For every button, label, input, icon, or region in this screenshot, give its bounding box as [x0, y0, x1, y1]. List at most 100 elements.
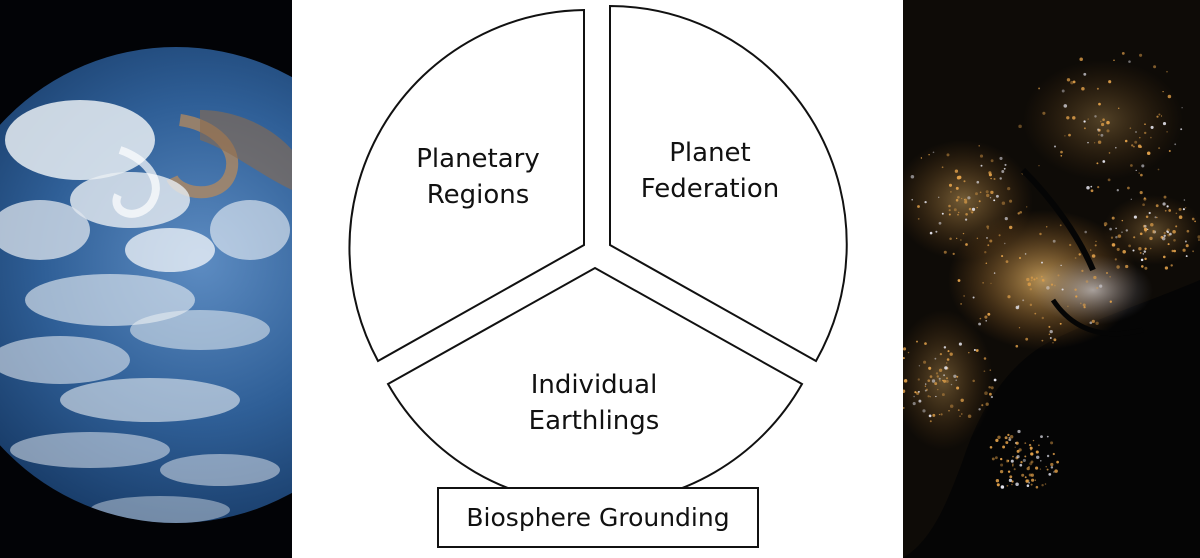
light-dot: [929, 420, 932, 423]
light-dot: [982, 282, 984, 284]
light-dot: [917, 390, 920, 393]
light-dot: [1175, 212, 1178, 215]
light-dot: [923, 360, 927, 364]
light-dot: [1091, 254, 1096, 258]
light-dot: [1129, 127, 1132, 129]
light-dot: [1094, 244, 1097, 247]
light-dot: [1018, 327, 1021, 329]
light-dot: [1040, 275, 1043, 278]
light-dot: [988, 385, 991, 389]
light-dot: [1158, 113, 1161, 116]
light-dot: [932, 413, 936, 417]
light-dot: [1131, 144, 1134, 147]
light-dot: [1067, 305, 1069, 308]
light-dot: [1168, 209, 1172, 212]
light-dot: [944, 366, 948, 370]
light-dot: [1006, 441, 1009, 444]
light-dot: [1030, 452, 1034, 456]
light-dot: [938, 368, 943, 372]
light-dot: [1044, 483, 1047, 485]
light-dot: [952, 252, 955, 256]
light-dot: [1048, 333, 1051, 336]
light-dot: [1116, 247, 1120, 251]
light-dot: [928, 366, 932, 370]
light-dot: [1163, 255, 1166, 259]
light-dot: [1017, 212, 1020, 215]
light-dot: [929, 375, 933, 378]
light-dot: [1166, 131, 1168, 133]
light-dot: [1094, 115, 1097, 118]
light-dot: [1008, 436, 1010, 439]
light-dot: [1150, 136, 1152, 139]
light-dot: [1132, 249, 1135, 252]
light-dot: [1090, 249, 1092, 251]
light-dot: [1041, 339, 1044, 342]
light-dot: [976, 180, 980, 184]
light-dot: [948, 204, 951, 208]
river: [1050, 298, 1144, 337]
light-dot: [960, 398, 964, 403]
light-dot: [1166, 230, 1169, 233]
light-dot: [1038, 165, 1040, 167]
light-dot: [1083, 72, 1087, 76]
light-dot: [1156, 216, 1158, 219]
light-dot: [1083, 120, 1086, 123]
light-dot: [963, 295, 965, 297]
light-dot: [1111, 243, 1116, 247]
light-dot: [1035, 455, 1040, 460]
light-dot: [984, 251, 987, 254]
light-dot: [1172, 230, 1176, 234]
light-dot: [989, 392, 992, 396]
light-dot: [1029, 287, 1033, 291]
light-dot: [1025, 479, 1029, 483]
light-dot: [1144, 247, 1147, 250]
light-dot: [1066, 116, 1070, 120]
light-dot: [998, 234, 1001, 237]
light-dot: [1038, 444, 1040, 447]
light-dot: [943, 346, 947, 349]
light-dot: [1028, 443, 1032, 447]
light-dot: [1102, 160, 1106, 163]
light-dot: [1024, 455, 1027, 458]
light-dot: [957, 279, 961, 282]
light-dot: [1015, 482, 1019, 487]
light-dot: [1041, 261, 1043, 264]
light-dot: [936, 375, 939, 378]
light-dot: [1140, 173, 1143, 177]
light-dot: [1050, 466, 1054, 469]
light-dot: [941, 166, 944, 169]
light-dot: [903, 357, 905, 360]
light-dot: [1149, 247, 1152, 250]
light-dot: [1093, 275, 1097, 280]
light-dot: [1082, 303, 1086, 307]
light-dot: [1121, 52, 1125, 55]
light-dot: [1139, 191, 1143, 195]
light-dot: [986, 236, 988, 239]
light-dot: [1106, 272, 1108, 274]
light-dot: [1040, 435, 1043, 439]
light-dot: [1182, 248, 1186, 252]
light-dot: [1164, 266, 1169, 270]
light-dot: [954, 169, 959, 173]
segment-label: Federation: [641, 174, 779, 204]
light-dot: [965, 243, 968, 246]
light-dot: [1024, 253, 1027, 255]
light-dot: [964, 200, 968, 204]
light-dot: [1109, 300, 1112, 303]
light-dot: [1167, 243, 1170, 246]
light-dot: [1152, 229, 1154, 232]
light-dot: [1026, 206, 1028, 208]
light-dot: [1032, 439, 1035, 442]
light-dot: [1004, 216, 1008, 221]
light-dot: [958, 342, 962, 346]
light-dot: [1007, 433, 1010, 437]
light-dot: [950, 383, 953, 386]
light-dot: [1002, 445, 1006, 449]
light-dot: [1163, 231, 1166, 235]
light-dot: [1005, 260, 1009, 263]
light-dot: [1034, 479, 1036, 481]
light-dot: [1068, 133, 1071, 137]
light-dot: [1052, 452, 1055, 456]
light-dot: [914, 391, 917, 394]
light-dot: [1070, 81, 1074, 85]
